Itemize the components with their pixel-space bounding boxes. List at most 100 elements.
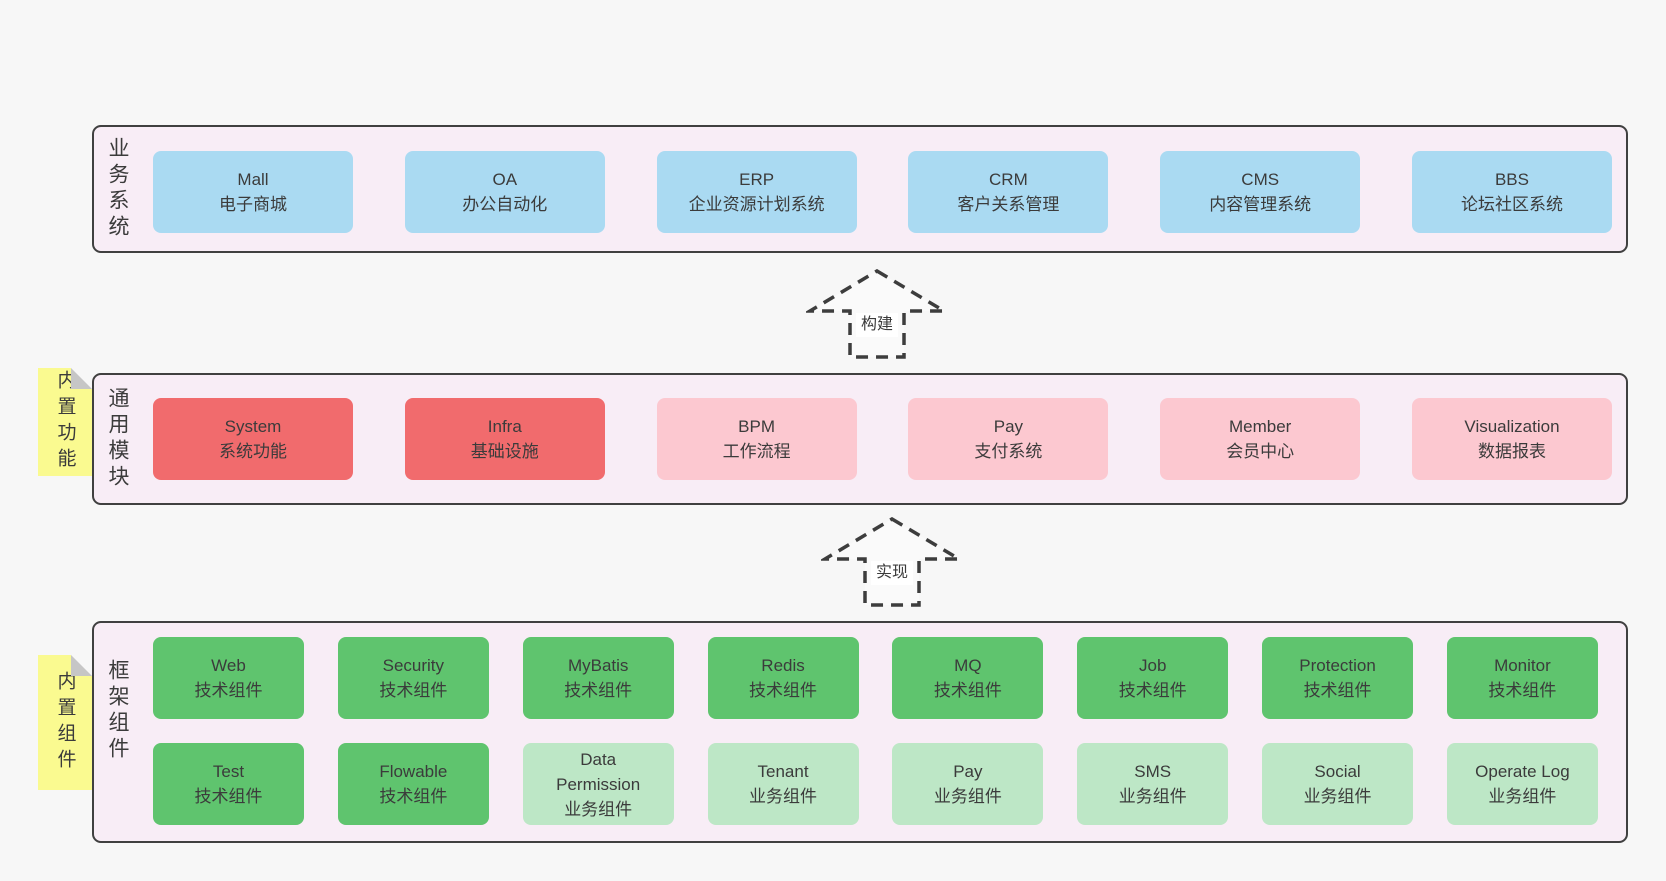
box-visualization: Visualization 数据报表: [1411, 398, 1612, 480]
box-subtitle: 会员中心: [1226, 442, 1295, 461]
box-title: Visualization: [1464, 417, 1560, 436]
box-subtitle: 电子商城: [219, 195, 287, 214]
box-subtitle: 数据报表: [1477, 442, 1546, 461]
box-mybatis: MyBatis 技术组件: [522, 637, 674, 719]
box-flowable: Flowable 技术组件: [337, 743, 489, 825]
box-data-permission: Data Permission 业务组件: [522, 743, 674, 825]
box-title: Monitor: [1494, 656, 1551, 675]
modules-boxes-row: System 系统功能 Infra 基础设施 BPM 工作流程 Pay 支付系统…: [153, 398, 1612, 480]
box-subtitle: 业务组件: [564, 799, 633, 819]
box-crm: CRM 客户关系管理: [908, 151, 1109, 233]
business-systems-panel: 业务系统 Mall 电子商城 OA 办公自动化 ERP 企业资源计划系统 CRM…: [92, 125, 1628, 253]
box-redis: Redis 技术组件: [707, 637, 859, 719]
box-subtitle: 工作流程: [722, 442, 791, 461]
builtin-components-note: 内置组件: [38, 655, 92, 790]
box-title: Protection: [1299, 656, 1376, 675]
box-subtitle: 技术组件: [194, 787, 263, 806]
folded-corner-icon: [71, 655, 92, 676]
box-title: Job: [1139, 656, 1167, 675]
components-panel-label: 框架组件: [106, 659, 129, 763]
box-subtitle: 业务组件: [1303, 787, 1372, 806]
box-subtitle: 技术组件: [1118, 681, 1187, 700]
box-monitor: Monitor 技术组件: [1446, 637, 1598, 719]
box-title: Infra: [487, 417, 522, 436]
box-title: Test: [212, 762, 245, 781]
box-infra: Infra 基础设施: [404, 398, 605, 480]
box-operate-log: Operate Log 业务组件: [1446, 743, 1598, 825]
box-title: ERP: [739, 170, 775, 189]
implement-arrow: 实现: [821, 517, 963, 607]
box-title: CMS: [1241, 170, 1280, 189]
box-subtitle: 系统功能: [219, 442, 287, 461]
box-protection: Protection 技术组件: [1262, 637, 1414, 719]
box-title: Mall: [237, 170, 269, 189]
box-subtitle: 业务组件: [1488, 787, 1557, 806]
box-title: Pay: [953, 762, 983, 781]
box-social: Social 业务组件: [1262, 743, 1414, 825]
box-subtitle: 技术组件: [194, 681, 263, 700]
build-arrow-label: 构建: [855, 313, 899, 337]
box-subtitle: 企业资源计划系统: [688, 195, 825, 214]
box-title: Operate Log: [1475, 762, 1570, 781]
box-subtitle: 技术组件: [1488, 681, 1557, 700]
business-boxes-row: Mall 电子商城 OA 办公自动化 ERP 企业资源计划系统 CRM 客户关系…: [153, 151, 1612, 233]
box-title: Member: [1229, 417, 1292, 436]
components-row-2: Test 技术组件 Flowable 技术组件 Data Permission …: [153, 743, 1598, 825]
box-subtitle: 客户关系管理: [957, 195, 1060, 214]
box-web: Web 技术组件: [153, 637, 304, 719]
box-subtitle: 支付系统: [974, 442, 1043, 461]
box-security: Security 技术组件: [337, 637, 489, 719]
box-mq: MQ 技术组件: [892, 637, 1044, 719]
box-title: OA: [492, 170, 518, 189]
box-title: Data Permission: [556, 749, 641, 794]
box-sms: SMS 业务组件: [1077, 743, 1229, 825]
box-subtitle: 技术组件: [749, 681, 818, 700]
box-title: Pay: [993, 417, 1024, 436]
build-arrow: 构建: [806, 269, 948, 359]
box-member: Member 会员中心: [1160, 398, 1361, 480]
box-subtitle: 技术组件: [379, 681, 448, 700]
box-title: MQ: [954, 656, 982, 675]
modules-panel-label: 通用模块: [106, 387, 129, 491]
box-job: Job 技术组件: [1077, 637, 1229, 719]
box-test: Test 技术组件: [153, 743, 304, 825]
box-mall: Mall 电子商城: [153, 151, 353, 233]
box-bbs: BBS 论坛社区系统: [1411, 151, 1612, 233]
components-row-1: Web 技术组件 Security 技术组件 MyBatis 技术组件 Redi…: [153, 637, 1598, 719]
box-erp: ERP 企业资源计划系统: [656, 151, 857, 233]
box-subtitle: 论坛社区系统: [1460, 195, 1563, 214]
box-title: Flowable: [379, 762, 448, 781]
box-subtitle: 业务组件: [1118, 787, 1187, 806]
box-subtitle: 内容管理系统: [1209, 195, 1312, 214]
box-subtitle: 基础设施: [470, 442, 539, 461]
box-title: System: [224, 417, 282, 436]
box-title: Tenant: [757, 762, 809, 781]
implement-arrow-label: 实现: [870, 561, 914, 585]
box-title: Redis: [761, 656, 805, 675]
box-subtitle: 技术组件: [564, 681, 633, 700]
box-title: Social: [1314, 762, 1361, 781]
box-subtitle: 业务组件: [933, 787, 1002, 806]
note-label: 内置功能: [54, 370, 76, 474]
box-title: BBS: [1494, 170, 1529, 189]
business-panel-label: 业务系统: [106, 137, 129, 241]
framework-components-panel: 框架组件 Web 技术组件 Security 技术组件 MyBatis 技术组件…: [92, 621, 1628, 843]
common-modules-panel: 通用模块 System 系统功能 Infra 基础设施 BPM 工作流程 Pay…: [92, 373, 1628, 505]
box-tenant: Tenant 业务组件: [707, 743, 859, 825]
box-oa: OA 办公自动化: [404, 151, 605, 233]
box-system: System 系统功能: [153, 398, 353, 480]
box-bpm: BPM 工作流程: [656, 398, 857, 480]
box-subtitle: 技术组件: [1303, 681, 1372, 700]
note-label: 内置组件: [54, 670, 76, 775]
box-pay: Pay 支付系统: [908, 398, 1109, 480]
box-pay-component: Pay 业务组件: [892, 743, 1044, 825]
builtin-functions-note: 内置功能: [38, 368, 92, 476]
box-title: SMS: [1134, 762, 1172, 781]
box-subtitle: 业务组件: [749, 787, 818, 806]
box-title: Web: [211, 656, 246, 675]
box-title: BPM: [738, 417, 776, 436]
box-title: CRM: [989, 170, 1028, 189]
box-title: Security: [382, 656, 445, 675]
box-subtitle: 技术组件: [933, 681, 1002, 700]
